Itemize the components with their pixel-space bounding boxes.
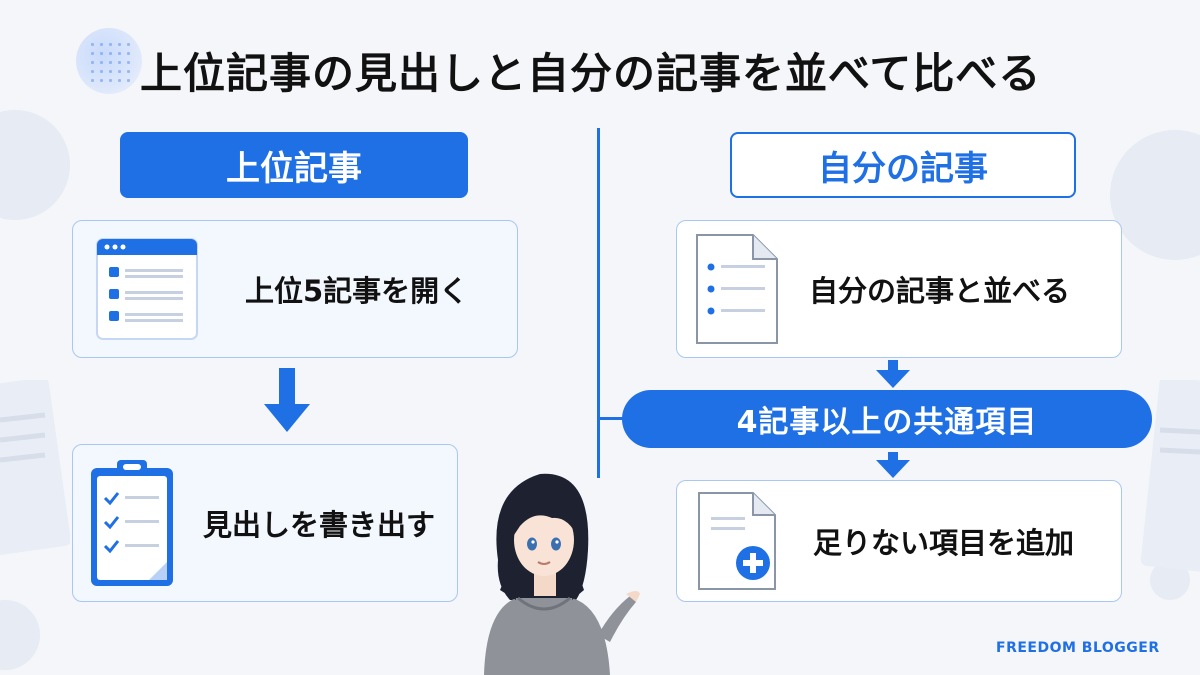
browser-window-icon xyxy=(96,238,198,340)
arrow-down-icon xyxy=(876,360,910,388)
left-column-header: 上位記事 xyxy=(120,132,468,198)
bg-circle-left xyxy=(0,110,70,220)
character-illustration xyxy=(484,473,640,675)
document-icon xyxy=(696,234,778,344)
clipboard-checklist-icon xyxy=(91,460,173,586)
bg-document-left xyxy=(0,380,70,556)
arrow-down-icon xyxy=(876,452,910,478)
left-step1-label: 上位5記事を開く xyxy=(245,274,469,308)
arrow-down-icon xyxy=(264,368,310,432)
bg-document-right xyxy=(1140,380,1200,575)
left-step2-card: 見出しを書き出す xyxy=(72,444,458,602)
title-decoration xyxy=(76,28,142,94)
right-step2-card: 足りない項目を追加 xyxy=(676,480,1122,602)
brand-logo-text: FREEDOM BLOGGER xyxy=(996,640,1160,656)
left-step1-card: 上位5記事を開く xyxy=(72,220,518,358)
right-step1-card: 自分の記事と並べる xyxy=(676,220,1122,358)
left-step2-label: 見出しを書き出す xyxy=(203,508,436,542)
page-title: 上位記事の見出しと自分の記事を並べて比べる xyxy=(140,49,1042,98)
bg-circle-bottom-left xyxy=(0,600,40,670)
column-divider xyxy=(597,128,600,478)
bg-circle-right xyxy=(1110,130,1200,260)
common-items-highlight: 4記事以上の共通項目 xyxy=(622,390,1152,448)
right-step2-label: 足りない項目を追加 xyxy=(813,526,1075,560)
divider-branch xyxy=(597,417,627,420)
document-add-icon xyxy=(698,492,776,590)
right-column-header: 自分の記事 xyxy=(730,132,1076,198)
right-step1-label: 自分の記事と並べる xyxy=(809,274,1071,308)
